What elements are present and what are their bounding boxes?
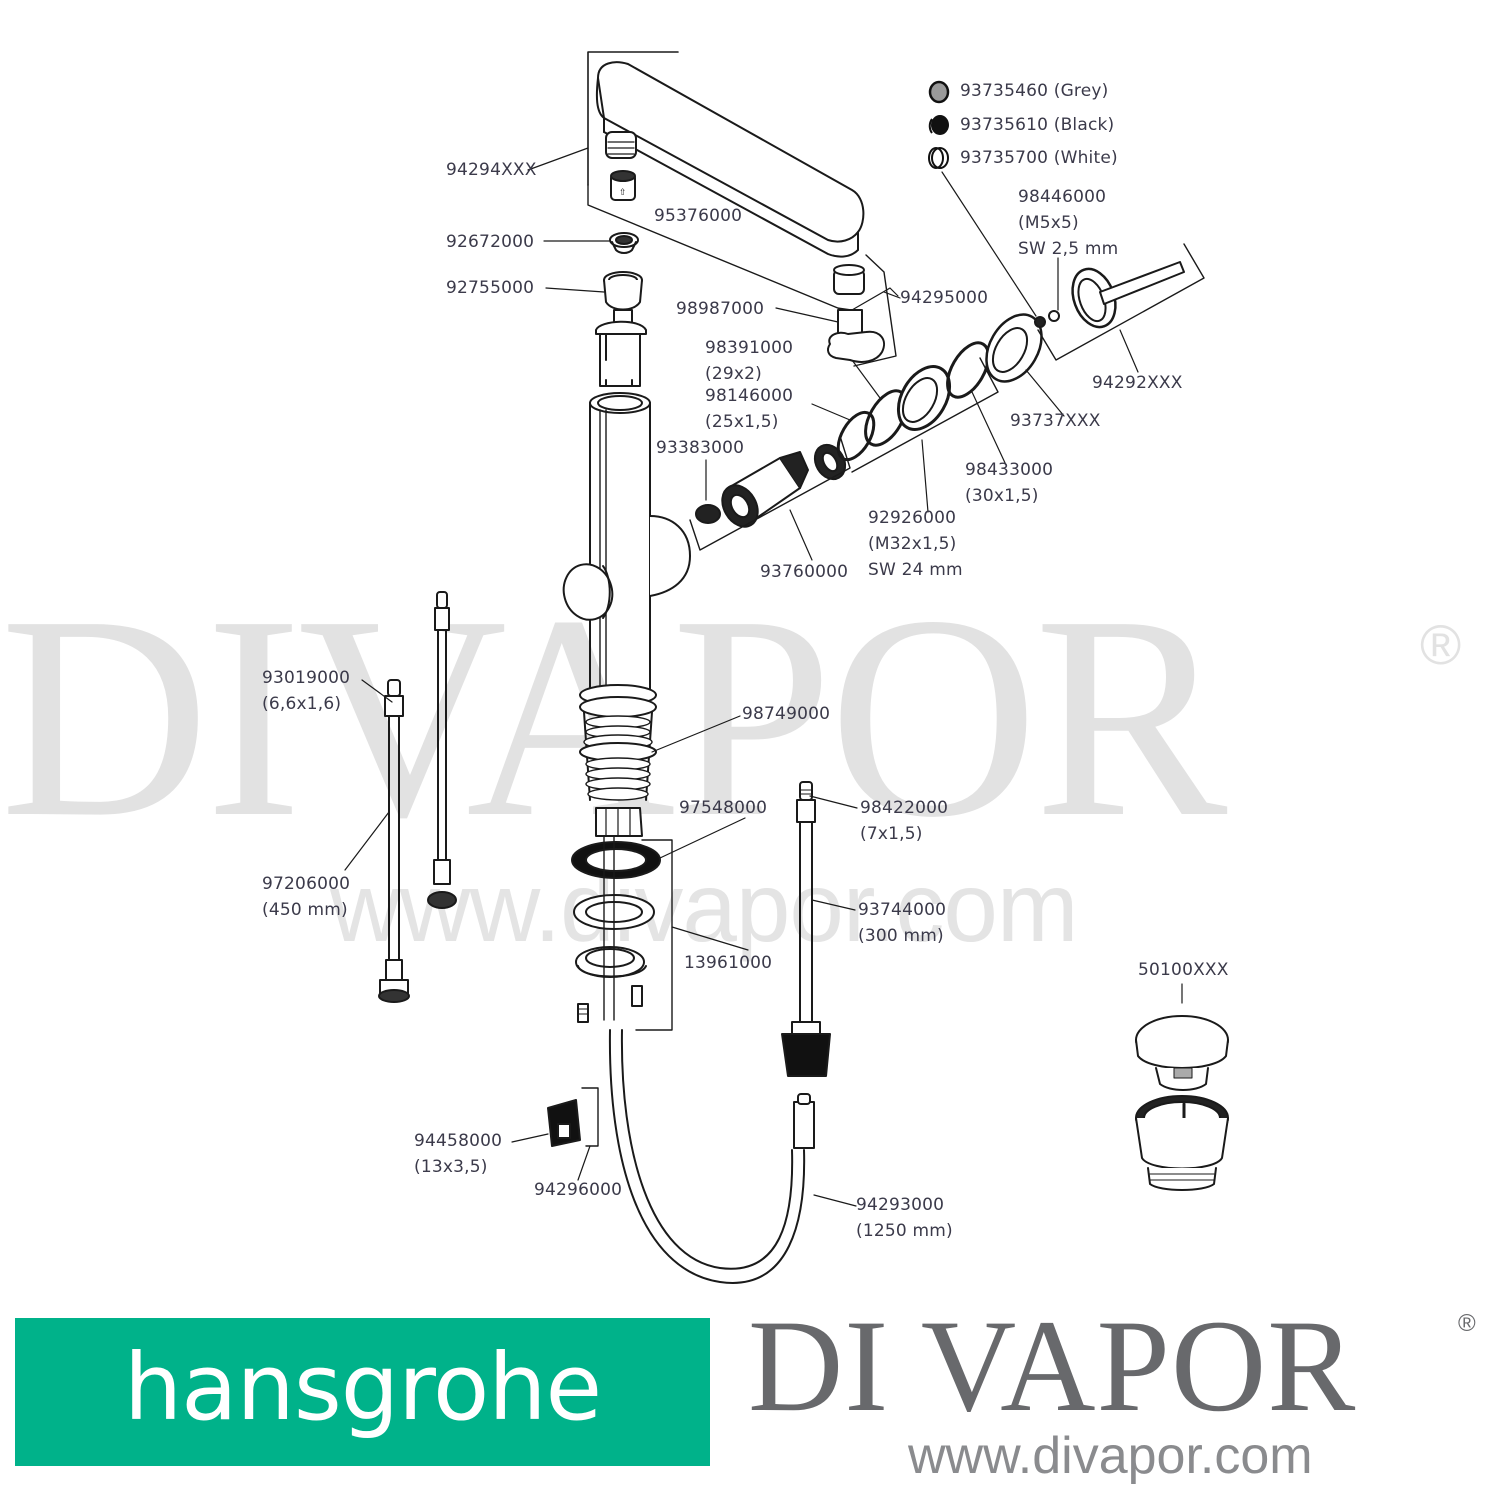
part-number: 98446000 (1018, 187, 1107, 207)
part-number: 94458000 (414, 1131, 503, 1151)
part-spec: (1250 mm) (856, 1221, 953, 1241)
part-number: 98433000 (965, 460, 1054, 480)
part-number: 93019000 (262, 668, 351, 688)
part-label-93744000: 93744000 (300 mm) (858, 897, 946, 949)
color-variant-grey: 93735460 (Grey) (960, 81, 1109, 101)
watermark-url: www.divapor.com (330, 852, 1079, 962)
lever-94292xxx-drawing (1037, 243, 1205, 373)
part-spec: (30x1,5) (965, 486, 1039, 506)
part-label-93737xxx: 93737XXX (1010, 411, 1101, 431)
hose-94293000-drawing (608, 1029, 857, 1284)
svg-text:⇧: ⇧ (619, 188, 627, 198)
part-label-98446000: 98446000 (M5x5) SW 2,5 mm (1018, 184, 1118, 262)
part-number: 92926000 (868, 508, 957, 528)
part-spec: (29x2) (705, 364, 762, 384)
part-label-97548000: 97548000 (679, 798, 768, 818)
part-label-93383000: 93383000 (656, 438, 745, 458)
tube-93744000-drawing (781, 781, 858, 1077)
watermark-registered-mark: ® (1420, 613, 1462, 676)
part-label-95376000: 95376000 (654, 206, 743, 226)
part-label-98433000: 98433000 (30x1,5) (965, 457, 1053, 509)
divapor-url: www.divapor.com (908, 1427, 1313, 1485)
part-92672000-drawing (543, 232, 639, 254)
divapor-logo: DI VAPOR (748, 1292, 1357, 1439)
part-label-98391000: 98391000 (29x2) (705, 335, 793, 387)
part-label-94293000: 94293000 (1250 mm) (856, 1192, 953, 1244)
waste-50100xxx-drawing (1135, 983, 1229, 1191)
supply-hose-left-drawing (344, 679, 410, 1003)
part-spec: (450 mm) (262, 900, 348, 920)
part-spec: (25x1,5) (705, 412, 779, 432)
part-number: 93744000 (858, 900, 947, 920)
part-spec: (M32x1,5) (868, 534, 957, 554)
part-94295000-drawing (833, 254, 901, 367)
part-label-92926000: 92926000 (M32x1,5) SW 24 mm (868, 505, 963, 583)
part-label-94294xxx: 94294XXX (446, 160, 537, 180)
part-number: 98422000 (860, 798, 949, 818)
part-98987000-drawing (775, 307, 885, 363)
grey-swatch-icon (928, 80, 950, 104)
part-92755000-drawing (545, 271, 647, 387)
part-spec: (M5x5) (1018, 213, 1079, 233)
faucet-body (562, 392, 741, 837)
part-label-93019000: 93019000 (6,6x1,6) (262, 665, 350, 717)
hansgrohe-logo: hansgrohe (15, 1318, 710, 1466)
part-label-98146000: 98146000 (25x1,5) (705, 383, 793, 435)
part-spec: (13x3,5) (414, 1157, 488, 1177)
part-tool-size: SW 24 mm (868, 560, 963, 580)
part-label-98987000: 98987000 (676, 299, 765, 319)
clip-94458000-drawing (511, 1087, 599, 1181)
color-variant-black: 93735610 (Black) (960, 115, 1115, 135)
part-label-94292xxx: 94292XXX (1092, 373, 1183, 393)
cartridge-group-drawing (689, 313, 1065, 561)
part-number: 94293000 (856, 1195, 945, 1215)
part-spec: (7x1,5) (860, 824, 923, 844)
divapor-registered-mark: ® (1458, 1310, 1476, 1337)
part-label-97206000: 97206000 (450 mm) (262, 871, 350, 923)
color-variant-white: 93735700 (White) (960, 148, 1118, 168)
part-spec: (6,6x1,6) (262, 694, 342, 714)
black-swatch-icon (928, 115, 949, 135)
spout-94294xxx: ⇧ (527, 51, 865, 319)
hansgrohe-logo-text: hansgrohe (123, 1334, 602, 1441)
part-number: 98391000 (705, 338, 794, 358)
white-swatch-icon (928, 147, 949, 169)
part-spec: (300 mm) (858, 926, 944, 946)
part-label-92755000: 92755000 (446, 278, 535, 298)
part-number: 98146000 (705, 386, 794, 406)
part-label-98749000: 98749000 (742, 704, 831, 724)
part-number: 97206000 (262, 874, 351, 894)
part-label-98422000: 98422000 (7x1,5) (860, 795, 948, 847)
part-tool-size: SW 2,5 mm (1018, 239, 1119, 259)
part-label-94296000: 94296000 (534, 1180, 623, 1200)
screw-98446000-drawing (941, 171, 1060, 328)
part-label-93760000: 93760000 (760, 562, 849, 582)
part-97548000-drawing (571, 817, 746, 879)
part-label-50100xxx: 50100XXX (1138, 960, 1229, 980)
part-label-92672000: 92672000 (446, 232, 535, 252)
part-label-13961000: 13961000 (684, 953, 773, 973)
part-label-94295000: 94295000 (900, 288, 989, 308)
supply-hose-middle-drawing (427, 591, 457, 909)
part-label-94458000: 94458000 (13x3,5) (414, 1128, 502, 1180)
